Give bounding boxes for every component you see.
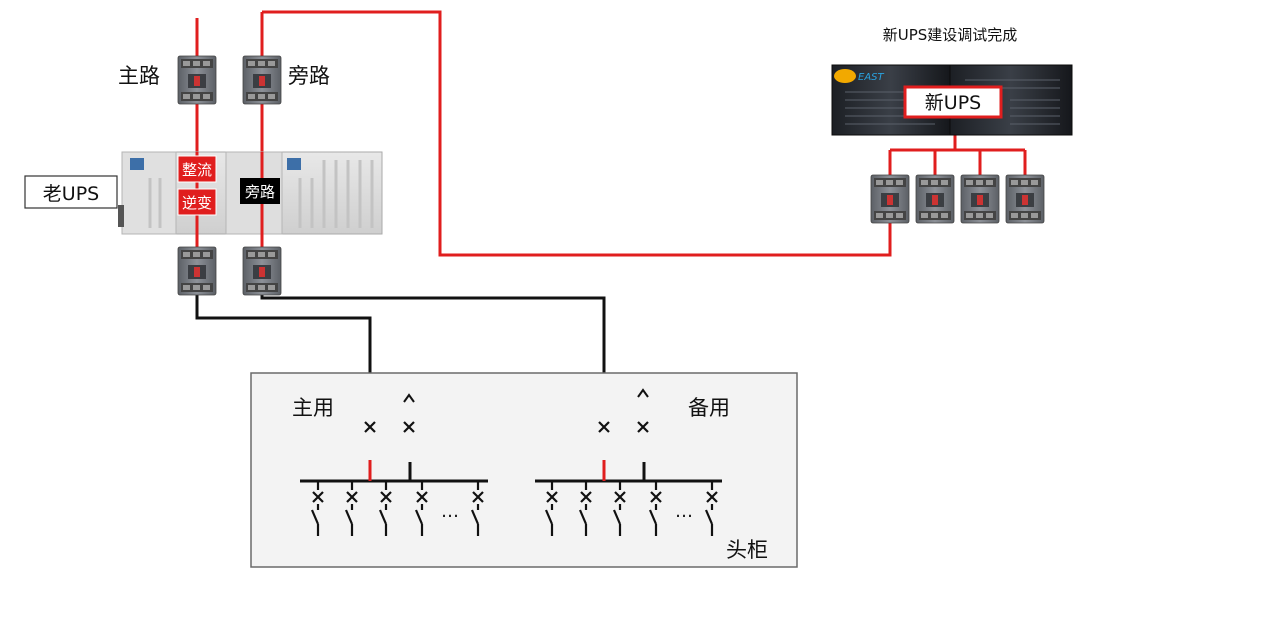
head-cabinet-label: 头柜 (726, 538, 768, 562)
svg-text:逆变: 逆变 (182, 194, 212, 212)
svg-text:老UPS: 老UPS (43, 183, 99, 205)
new-ups-label: 新UPS (903, 85, 1003, 119)
ups-bypass-tag: 旁路 (240, 178, 280, 204)
new-ups-title: 新UPS建设调试完成 (883, 26, 1018, 44)
new-ups-breaker-2-icon[interactable] (915, 174, 955, 224)
backup-feeder-switch-4-icon[interactable] (648, 481, 662, 536)
incoming-switch-marks (364, 421, 649, 433)
backup-label: 备用 (688, 396, 730, 420)
primary-ellipsis: … (441, 501, 459, 522)
inverter-tag: 逆变 (177, 188, 217, 216)
primary-feeder-switches (310, 481, 484, 536)
old-ups-bypass-output-wire (260, 295, 606, 430)
new-ups-rack-icon: EAST (831, 64, 1073, 136)
backup-ellipsis: … (675, 501, 693, 522)
backup-feeder-switch-3-icon[interactable] (612, 481, 626, 536)
head-cabinet-panel (250, 372, 798, 568)
rectifier-tag: 整流 (177, 155, 217, 183)
bypass-to-new-ups-wire (262, 10, 892, 257)
primary-feeder-switch-1-icon[interactable] (310, 481, 324, 536)
main-input-breaker-icon[interactable] (177, 55, 217, 105)
bypass-path-label: 旁路 (288, 64, 330, 88)
svg-text:新UPS: 新UPS (925, 92, 981, 114)
backup-feeder-switch-1-icon[interactable] (544, 481, 558, 536)
backup-feeder-switch-2-icon[interactable] (578, 481, 592, 536)
primary-feeder-switch-3-icon[interactable] (378, 481, 392, 536)
brand-logo-icon (834, 69, 856, 83)
backup-feeder-switch-5-icon[interactable] (704, 481, 718, 536)
svg-text:整流: 整流 (182, 161, 212, 179)
primary-arrow-icon (403, 393, 415, 403)
primary-label: 主用 (292, 396, 334, 420)
new-ups-distribution-wire (888, 148, 1027, 175)
main-output-breaker-icon[interactable] (177, 246, 217, 296)
new-ups-breaker-1-icon[interactable] (870, 174, 910, 224)
backup-arrow-icon (637, 388, 649, 398)
primary-feeder-switch-2-icon[interactable] (344, 481, 358, 536)
new-ups-breaker-4-icon[interactable] (1005, 174, 1045, 224)
bypass-output-breaker-icon[interactable] (242, 246, 282, 296)
backup-feeder-switches (544, 481, 718, 536)
svg-text:EAST: EAST (858, 72, 885, 83)
main-path-label: 主路 (118, 64, 160, 88)
new-ups-breaker-3-icon[interactable] (960, 174, 1000, 224)
primary-feeder-switch-4-icon[interactable] (414, 481, 428, 536)
bypass-input-breaker-icon[interactable] (242, 55, 282, 105)
old-ups-label: 老UPS (24, 175, 118, 209)
svg-text:旁路: 旁路 (245, 183, 275, 201)
primary-feeder-switch-5-icon[interactable] (470, 481, 484, 536)
